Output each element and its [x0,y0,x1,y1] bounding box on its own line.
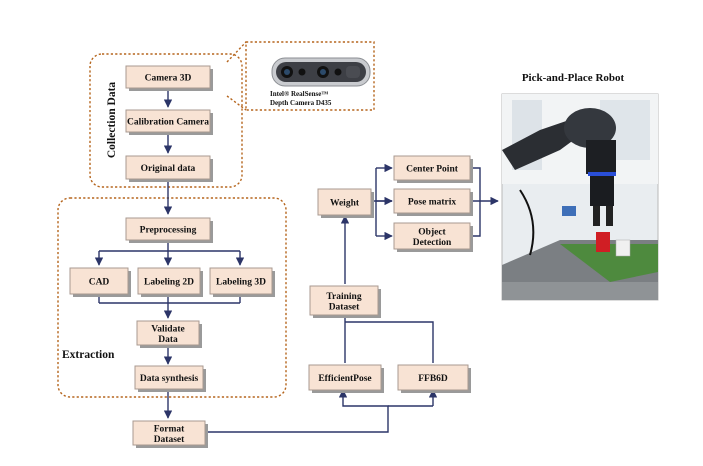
collection-data-region [89,53,243,188]
training-dataset-label: Dataset [329,302,360,312]
collection-data-label: Collection Data [106,82,118,159]
camera-caption-line2: Depth Camera D435 [270,99,332,107]
preprocessing-box: Preprocessing [125,217,213,243]
object-detection-label: Detection [413,238,452,248]
camera-callout-line-top [226,41,247,63]
center-point-box: Center Point [393,155,473,183]
validate-data-label: Data [158,335,178,345]
labeling-2d-box: Labeling 2D [137,267,203,297]
weight-box: Weight [317,188,374,218]
extraction-label: Extraction [62,349,115,361]
format-dataset-label: Format [154,424,185,434]
camera-3d-label: Camera 3D [145,74,192,84]
camera-callout-line-bottom [226,95,247,111]
calibration-camera-label: Calibration Camera [127,118,209,128]
camera-photo-frame [245,41,375,111]
efficientpose-label: EfficientPose [318,374,371,384]
data-synthesis-label: Data synthesis [140,374,199,384]
format-dataset-label: Dataset [154,435,185,445]
center-point-label: Center Point [406,165,459,175]
training-dataset-label: Training [326,292,361,302]
pose-matrix-box: Pose matrix [393,188,473,216]
efficientpose-box: EfficientPose [308,364,384,393]
calibration-camera-box: Calibration Camera [125,109,213,135]
robot-arm-photo [501,93,659,301]
camera-caption-line1: Intel® RealSense™ [270,90,328,98]
camera-3d-box: Camera 3D [125,65,213,91]
connectors [94,88,499,433]
data-synthesis-box: Data synthesis [134,365,206,392]
original-data-label: Original data [141,164,196,174]
cad-label: CAD [89,278,110,288]
labeling-3d-label: Labeling 3D [216,278,266,288]
labeling-3d-box: Labeling 3D [209,267,275,297]
validate-data-label: Validate [151,324,184,334]
ffb6d-label: FFB6D [418,374,448,384]
cad-box: CAD [69,267,131,297]
object-detection-label: Object [418,227,446,237]
preprocessing-label: Preprocessing [140,226,197,236]
ffb6d-box: FFB6D [397,364,471,393]
weight-label: Weight [330,199,360,209]
original-data-box: Original data [125,155,213,182]
robot-title: Pick-and-Place Robot [522,72,625,84]
pose-matrix-label: Pose matrix [408,198,457,208]
depth-camera-photo [271,57,371,87]
extraction-region [57,197,287,398]
labeling-2d-label: Labeling 2D [144,278,194,288]
